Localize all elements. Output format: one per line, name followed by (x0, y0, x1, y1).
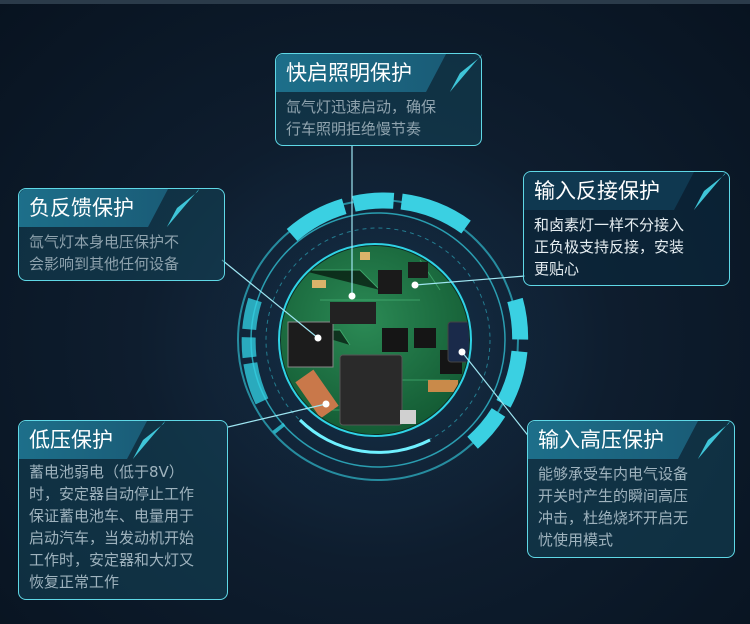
title-slash-decoration (450, 54, 482, 92)
pcb-board (278, 243, 472, 437)
card-quick-start-body: 氙气灯迅速启动，确保 行车照明拒绝慢节奏 (286, 98, 437, 138)
card-negative-feedback-title: 负反馈保护 (19, 189, 168, 227)
card-reverse-input-body: 和卤素灯一样不分接入 正负极支持反接，安装 更贴心 (534, 216, 685, 278)
card-negative-feedback-body: 氙气灯本身电压保护不 会影响到其他任何设备 (29, 233, 180, 273)
card-quick-start-title: 快启照明保护 (276, 54, 446, 92)
card-high-voltage-body: 能够承受车内电气设备 开关时产生的瞬间高压 冲击，杜绝烧坏开启无 忧使用模式 (538, 465, 689, 549)
card-negative-feedback: 负反馈保护 氙气灯本身电压保护不 会影响到其他任何设备 (18, 188, 225, 281)
outer-ring (237, 192, 529, 481)
card-reverse-input: 输入反接保护 和卤素灯一样不分接入 正负极支持反接，安装 更贴心 (523, 171, 730, 286)
top-edge-strip (0, 0, 750, 4)
title-slash-decoration (694, 172, 726, 210)
card-quick-start: 快启照明保护 氙气灯迅速启动，确保 行车照明拒绝慢节奏 (275, 53, 482, 146)
title-slash-decoration (698, 421, 730, 459)
card-low-voltage: 低压保护 蓄电池弱电（低于8V） 时，安定器自动停止工作 保证蓄电池车、电量用于… (18, 420, 228, 600)
leader-lines (221, 146, 531, 439)
card-low-voltage-body: 蓄电池弱电（低于8V） 时，安定器自动停止工作 保证蓄电池车、电量用于 启动汽车… (29, 463, 195, 591)
card-high-voltage: 输入高压保护 能够承受车内电气设备 开关时产生的瞬间高压 冲击，杜绝烧坏开启无 … (527, 420, 735, 558)
card-low-voltage-title: 低压保护 (19, 421, 147, 459)
card-reverse-input-title: 输入反接保护 (524, 172, 694, 210)
card-high-voltage-title: 输入高压保护 (528, 421, 698, 459)
title-slash-decoration (167, 189, 199, 227)
